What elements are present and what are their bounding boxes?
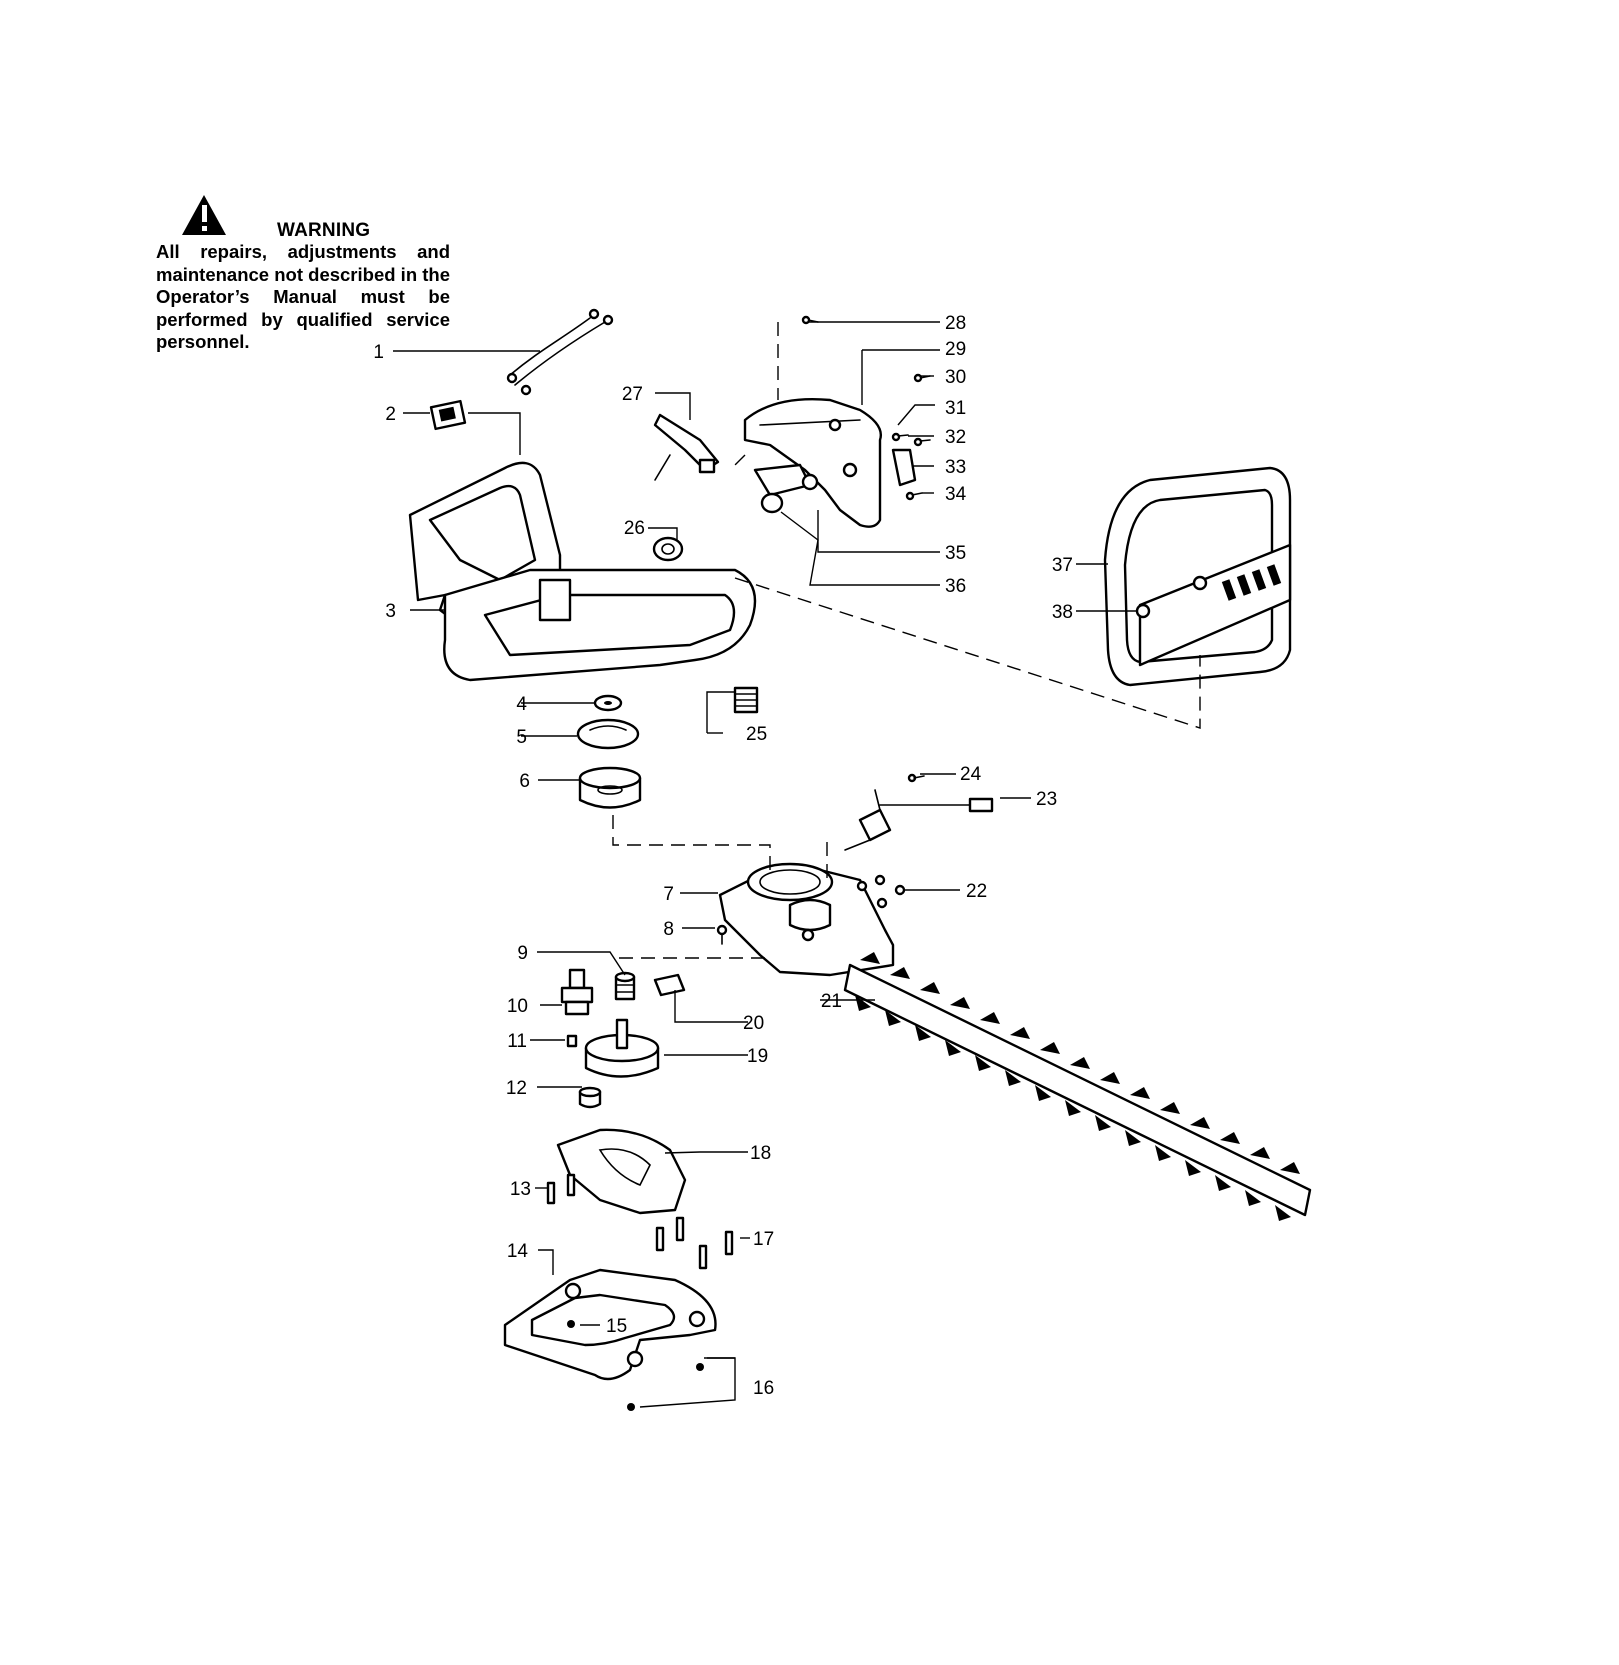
callout-38: 38 bbox=[1052, 602, 1073, 623]
callout-3: 3 bbox=[385, 601, 396, 622]
part-7-gear-housing bbox=[718, 862, 895, 977]
part-23-wire bbox=[844, 789, 994, 851]
callout-6: 6 bbox=[519, 771, 530, 792]
part-9-pinion bbox=[614, 971, 636, 1001]
part-27-trigger bbox=[653, 413, 720, 481]
callout-27: 27 bbox=[622, 384, 643, 405]
callout-1: 1 bbox=[373, 342, 384, 363]
callout-13: 13 bbox=[510, 1179, 531, 1200]
callout-33: 33 bbox=[945, 457, 966, 478]
callout-16: 16 bbox=[753, 1378, 774, 1399]
callout-20: 20 bbox=[743, 1013, 764, 1034]
callout-17: 17 bbox=[753, 1229, 774, 1250]
callout-21: 21 bbox=[821, 991, 842, 1012]
callout-11: 11 bbox=[507, 1031, 527, 1052]
dashed-assembly-lines bbox=[612, 322, 1201, 959]
callout-10: 10 bbox=[507, 996, 528, 1017]
warning-triangle-icon bbox=[182, 195, 226, 235]
callout-8: 8 bbox=[663, 919, 674, 940]
callout-7: 7 bbox=[663, 884, 674, 905]
part-26-cap bbox=[652, 536, 684, 562]
callout-36: 36 bbox=[945, 576, 966, 597]
callout-9: 9 bbox=[517, 943, 528, 964]
callout-29: 29 bbox=[945, 339, 966, 360]
part-14-guard bbox=[503, 1268, 717, 1381]
warning-title: WARNING bbox=[277, 220, 371, 241]
callout-22: 22 bbox=[966, 881, 987, 902]
part-18-cover bbox=[556, 1128, 687, 1215]
callout-12: 12 bbox=[506, 1078, 527, 1099]
part-6-cup bbox=[578, 766, 642, 809]
callout-23: 23 bbox=[1036, 789, 1057, 810]
callout-37: 37 bbox=[1052, 555, 1073, 576]
part-20-shim bbox=[653, 973, 686, 997]
callout-19: 19 bbox=[747, 1046, 768, 1067]
callout-15: 15 bbox=[606, 1316, 627, 1337]
callout-24: 24 bbox=[960, 764, 982, 785]
callout-26: 26 bbox=[624, 518, 645, 539]
leader-lines bbox=[393, 321, 1136, 1408]
part-22-nuts bbox=[856, 874, 906, 909]
callout-35: 35 bbox=[945, 543, 966, 564]
callout-5: 5 bbox=[516, 727, 527, 748]
part-25-spring bbox=[733, 686, 759, 714]
part-24-screw bbox=[907, 773, 925, 783]
callout-2: 2 bbox=[385, 404, 396, 425]
part-11-screw bbox=[566, 1034, 578, 1048]
callout-34: 34 bbox=[945, 484, 967, 505]
callout-18: 18 bbox=[750, 1143, 771, 1164]
part-4-washer bbox=[593, 694, 623, 712]
part-12-nut bbox=[578, 1086, 602, 1109]
part-8-screw bbox=[716, 924, 728, 945]
part-17-screws bbox=[655, 1216, 734, 1270]
callout-32: 32 bbox=[945, 427, 966, 448]
callout-25: 25 bbox=[746, 724, 767, 745]
part-2-switch bbox=[429, 399, 467, 431]
part-29-handle-housing bbox=[743, 398, 917, 528]
part-5-plate bbox=[576, 718, 640, 750]
part-21-blade bbox=[843, 952, 1312, 1221]
part-1-wire-harness bbox=[506, 308, 614, 396]
callout-31: 31 bbox=[945, 398, 966, 419]
callout-14: 14 bbox=[507, 1241, 529, 1262]
callout-labels: 1 2 3 4 5 6 7 8 9 10 11 12 13 14 15 16 1… bbox=[373, 313, 1073, 1399]
callout-28: 28 bbox=[945, 313, 966, 334]
callout-30: 30 bbox=[945, 367, 966, 388]
part-13-screws bbox=[546, 1173, 576, 1205]
callout-4: 4 bbox=[516, 694, 527, 715]
part-37-front-handle bbox=[1103, 466, 1292, 687]
part-38-screws bbox=[1135, 575, 1208, 619]
part-15-screw bbox=[567, 1320, 575, 1328]
fasteners-28-34 bbox=[801, 315, 931, 501]
part-19-gear bbox=[584, 1018, 660, 1078]
warning-text: All repairs, adjustments and maintenance… bbox=[156, 241, 451, 352]
part-10-shaft bbox=[560, 968, 594, 1016]
part-3-rear-handle bbox=[408, 461, 757, 682]
part-16-screws bbox=[627, 1363, 704, 1411]
